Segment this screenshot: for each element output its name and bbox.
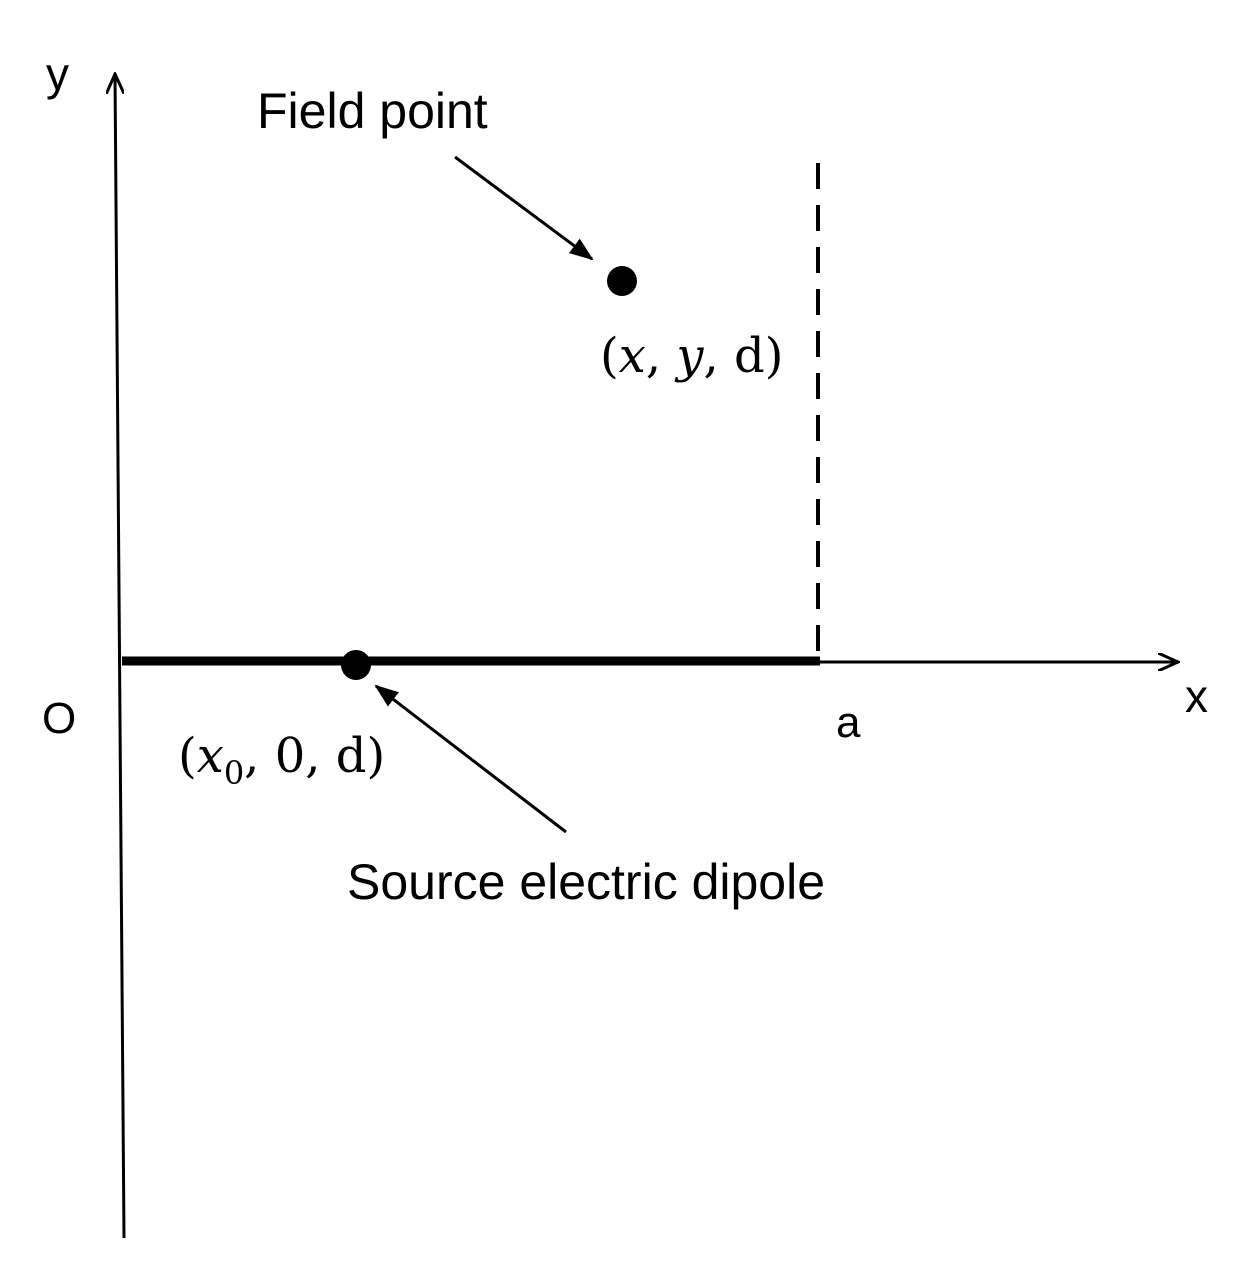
y-axis-label: y [46, 48, 69, 100]
field-point-label: Field point [257, 83, 488, 139]
x-axis-label: x [1185, 670, 1208, 722]
field-point-coords: (x, y, d) [600, 328, 783, 384]
field-point [607, 266, 637, 296]
origin-label: O [42, 694, 76, 743]
field-point-arrow [454, 155, 594, 261]
a-label: a [836, 698, 861, 747]
y-axis [115, 74, 126, 1239]
source-dipole-label: Source electric dipole [347, 854, 825, 910]
source-dipole-arrow [374, 684, 567, 834]
source-dipole-point [341, 650, 371, 680]
source-dipole-coords: (x0, 0, d) [178, 728, 385, 792]
